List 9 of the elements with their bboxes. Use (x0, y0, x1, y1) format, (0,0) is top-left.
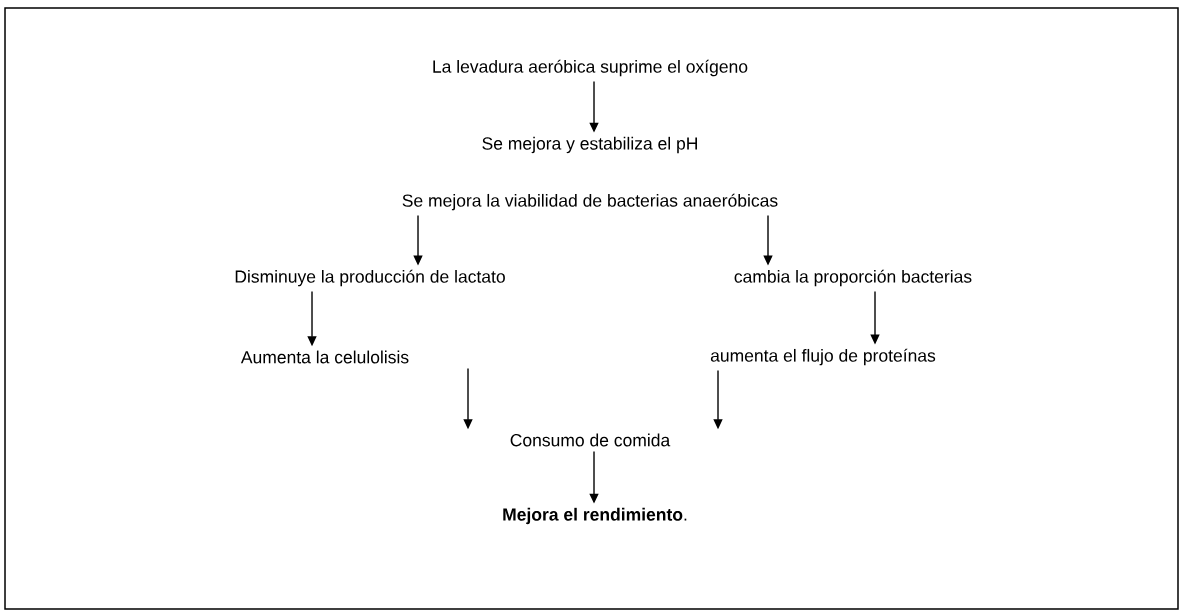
step-text: Consumo de comida (510, 433, 671, 447)
step-text: aumenta el flujo de proteínas (710, 348, 936, 366)
step-text: Se mejora la viabilidad de bacterias anaeróbicas (402, 193, 778, 211)
step-text: Se mejora y estabiliza el pH (482, 136, 697, 154)
step-text: La levadura aeróbica suprime el oxígeno (433, 59, 748, 77)
step-text: Disminuye la producción de lactato (235, 269, 505, 287)
step-text: Mejora el rendimiento. (503, 507, 687, 525)
step-text: cambia la proporción bacterias (734, 269, 972, 287)
step-text: Aumenta la celulolisis (240, 350, 409, 364)
